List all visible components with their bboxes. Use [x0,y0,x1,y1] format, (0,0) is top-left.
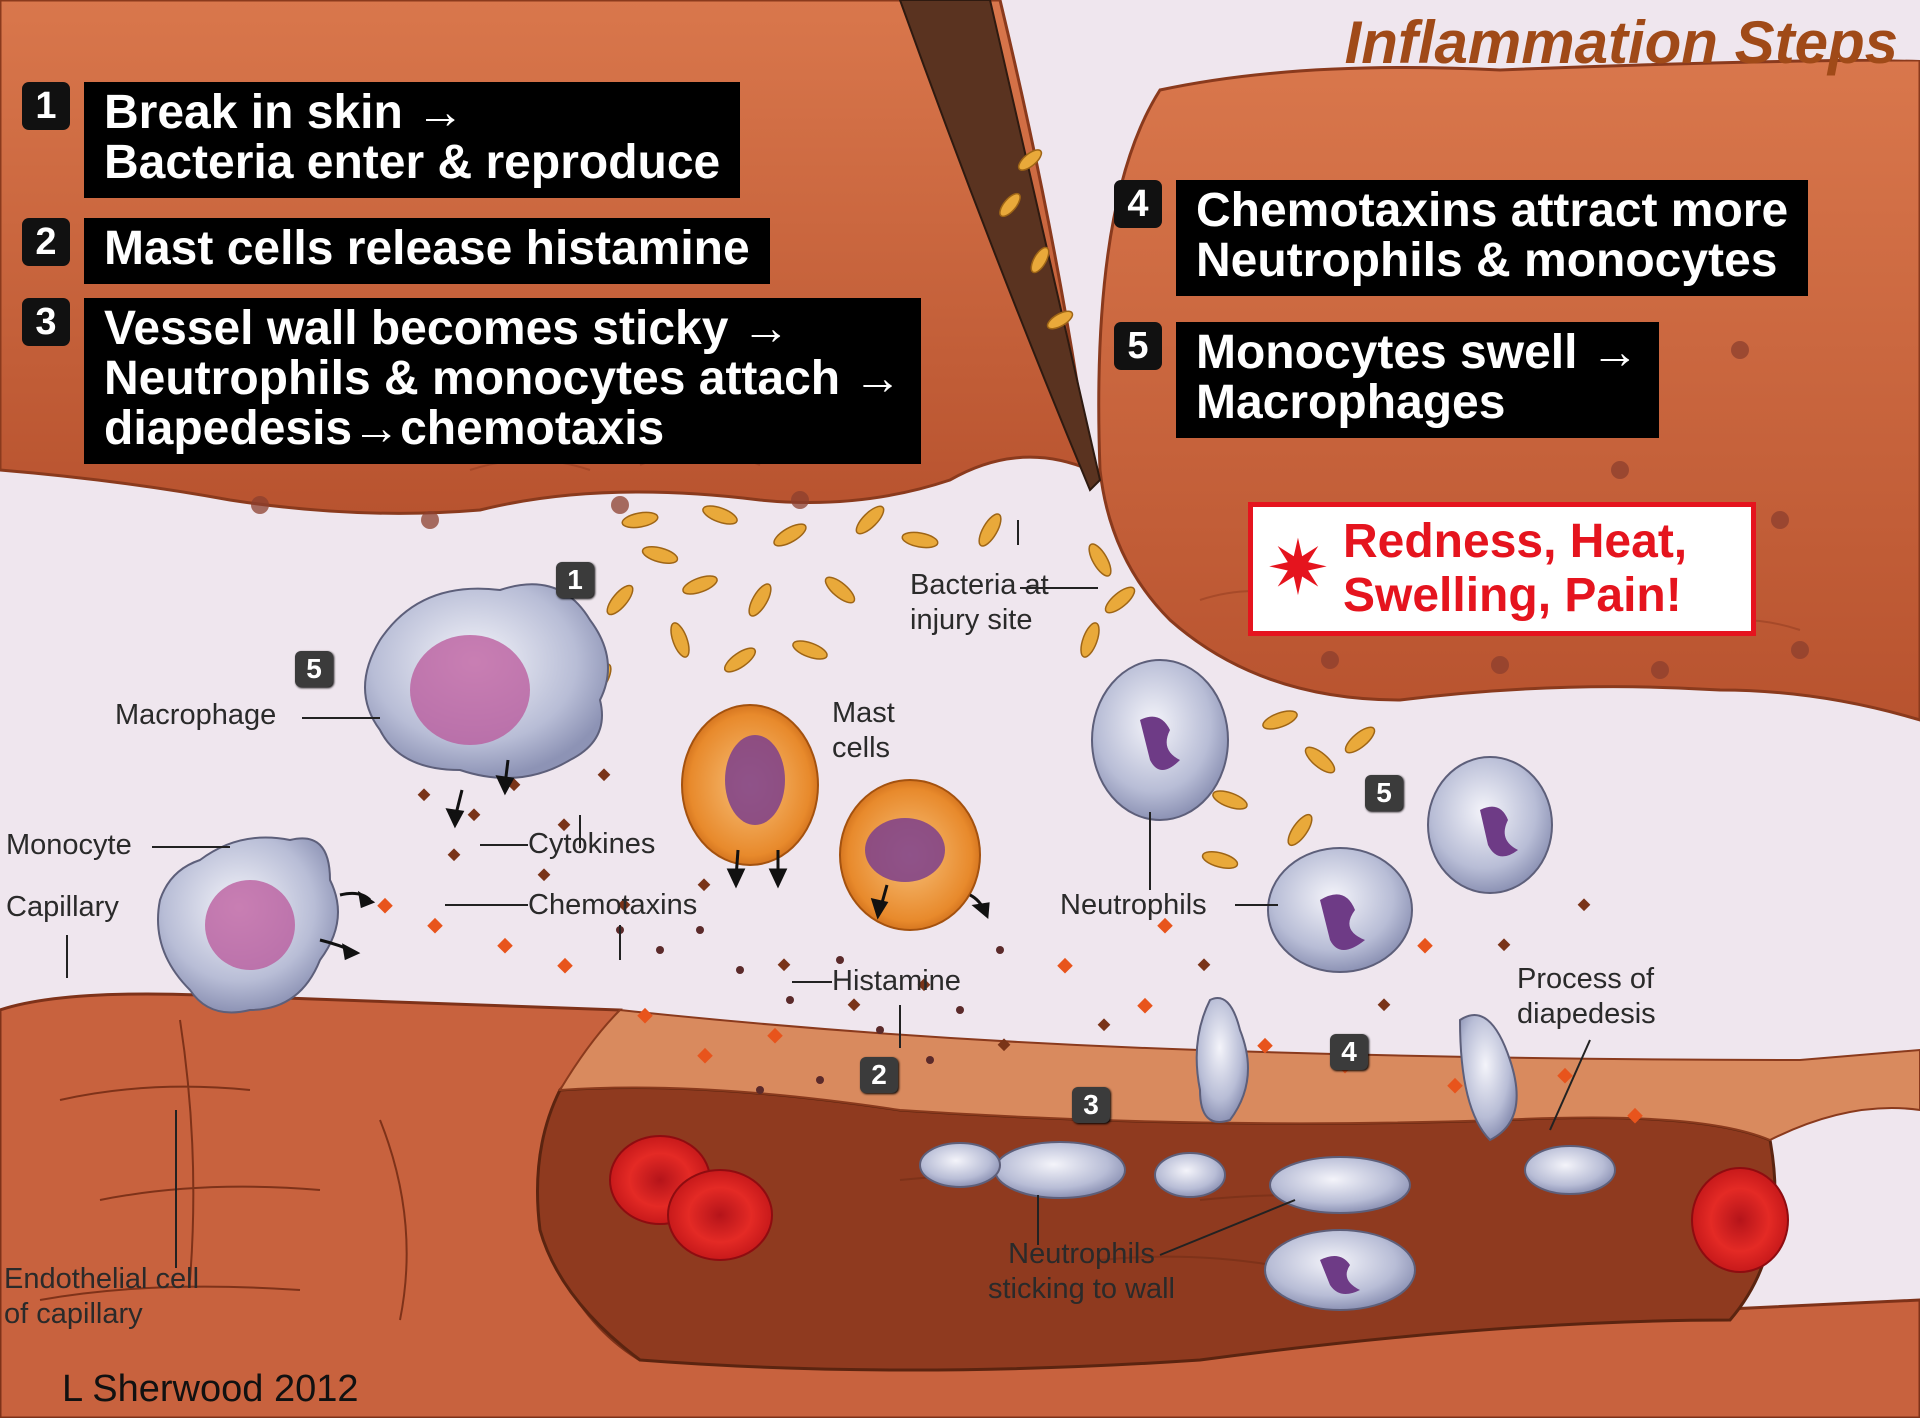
badge-step-5-neutrophils: 5 [1365,775,1403,811]
label-mast-line-2: cells [832,731,895,766]
step-5: 5 Monocytes swell → Macrophages [1114,322,1659,438]
label-neutrophils-sticking: Neutrophils sticking to wall [988,1237,1175,1307]
label-mast-line-1: Mast [832,696,895,731]
label-bacteria-line-1: Bacteria at [910,568,1049,603]
step-5-number: 5 [1114,322,1162,370]
label-sticking-line-2: sticking to wall [988,1272,1175,1307]
badge-step-5-macrophage: 5 [295,651,333,687]
symptoms-line-2: Swelling, Pain! [1343,569,1687,623]
label-neutrophils: Neutrophils [1060,888,1207,923]
label-diapedesis-line-2: diapedesis [1517,997,1656,1032]
step-3-line-1: Vessel wall becomes sticky → [104,304,901,354]
step-3-line-2: Neutrophils & monocytes attach → [104,354,901,404]
page-title: Inflammation Steps [1345,8,1898,77]
symptoms-line-1: Redness, Heat, [1343,515,1687,569]
label-bacteria-line-2: injury site [910,603,1049,638]
label-bacteria: Bacteria at injury site [910,568,1049,638]
step-3: 3 Vessel wall becomes sticky → Neutrophi… [22,298,921,464]
step-1: 1 Break in skin → Bacteria enter & repro… [22,82,740,198]
symptoms-callout: ✷ Redness, Heat, Swelling, Pain! [1248,502,1756,636]
step-1-text: Break in skin → Bacteria enter & reprodu… [84,82,740,198]
step-3-line-3: diapedesis→chemotaxis [104,404,901,454]
badge-step-3: 3 [1072,1087,1110,1123]
step-3-text: Vessel wall becomes sticky → Neutrophils… [84,298,921,464]
step-2-text: Mast cells release histamine [84,218,770,284]
label-diapedesis: Process of diapedesis [1517,962,1656,1032]
step-1-number: 1 [22,82,70,130]
red-starburst-icon: ✷ [1253,531,1343,607]
step-2-line-1: Mast cells release histamine [104,224,750,274]
label-monocyte: Monocyte [6,828,132,863]
author-credit: L Sherwood 2012 [62,1368,359,1411]
step-5-text: Monocytes swell → Macrophages [1176,322,1659,438]
step-1-line-2: Bacteria enter & reproduce [104,138,720,188]
step-4-text: Chemotaxins attract more Neutrophils & m… [1176,180,1808,296]
label-mast-cells: Mast cells [832,696,895,766]
step-4-line-2: Neutrophils & monocytes [1196,236,1788,286]
step-3-number: 3 [22,298,70,346]
label-endothelial-cell: Endothelial cell of capillary [4,1262,199,1332]
label-endothelial-line-2: of capillary [4,1297,199,1332]
step-5-line-2: Macrophages [1196,378,1639,428]
badge-step-4: 4 [1330,1034,1368,1070]
step-1-line-1: Break in skin → [104,88,720,138]
step-2: 2 Mast cells release histamine [22,218,770,284]
label-cytokines: Cytokines [528,827,655,862]
label-histamine: Histamine [832,964,961,999]
badge-step-1: 1 [556,562,594,598]
label-macrophage: Macrophage [115,698,276,733]
label-diapedesis-line-1: Process of [1517,962,1656,997]
step-2-number: 2 [22,218,70,266]
step-4-number: 4 [1114,180,1162,228]
step-4: 4 Chemotaxins attract more Neutrophils &… [1114,180,1808,296]
label-sticking-line-1: Neutrophils [988,1237,1175,1272]
badge-step-2: 2 [860,1057,898,1093]
label-endothelial-line-1: Endothelial cell [4,1262,199,1297]
step-5-line-1: Monocytes swell → [1196,328,1639,378]
label-capillary: Capillary [6,890,119,925]
step-4-line-1: Chemotaxins attract more [1196,186,1788,236]
symptoms-text: Redness, Heat, Swelling, Pain! [1343,515,1687,623]
label-chemotaxins: Chemotaxins [528,888,697,923]
